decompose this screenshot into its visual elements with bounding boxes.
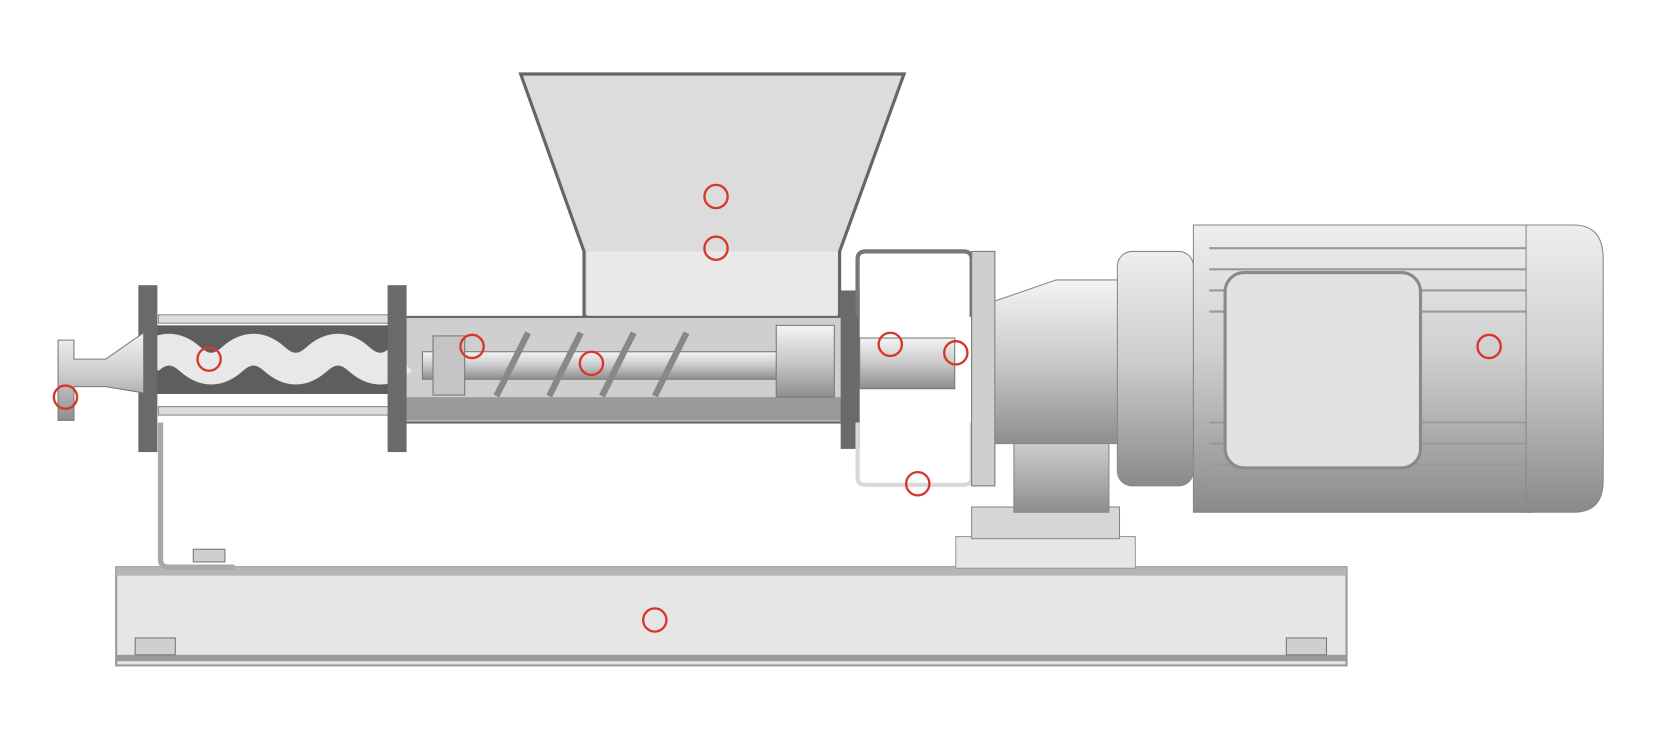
hotspot-base-frame[interactable] xyxy=(642,607,668,633)
hotspot-hopper[interactable] xyxy=(703,183,729,210)
hotspot-drive-shaft[interactable] xyxy=(943,340,969,366)
hotspot-motor[interactable] xyxy=(1476,333,1502,360)
base-frame xyxy=(115,566,1348,667)
hopper xyxy=(518,72,907,319)
auger-screw xyxy=(421,324,956,398)
hotspot-coupling-joint[interactable] xyxy=(459,333,485,360)
hotspot-coupling-guard[interactable] xyxy=(904,470,931,497)
hotspot-hopper-inlet[interactable] xyxy=(703,235,729,262)
support-bracket xyxy=(157,422,235,570)
coupling-guard xyxy=(855,249,996,487)
hotspots xyxy=(52,183,1502,633)
hotspot-rotor-stator[interactable] xyxy=(196,346,222,372)
hotspot-outlet-connection[interactable] xyxy=(52,384,79,410)
hotspot-feed-screw[interactable] xyxy=(578,350,605,377)
hotspot-shaft-seal[interactable] xyxy=(877,331,904,358)
motor xyxy=(994,224,1604,513)
